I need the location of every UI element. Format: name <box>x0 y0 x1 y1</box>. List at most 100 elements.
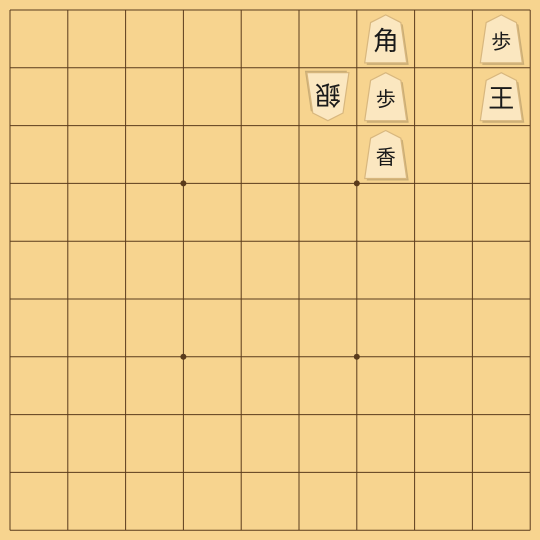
board-square[interactable] <box>126 126 184 184</box>
board-squares <box>10 10 530 530</box>
piece-bishop[interactable]: 角 <box>364 14 409 65</box>
board-square[interactable] <box>415 299 473 357</box>
board-square[interactable] <box>183 10 241 68</box>
board-square[interactable] <box>68 183 126 241</box>
star-point <box>353 353 360 360</box>
grid-lines <box>9 9 531 531</box>
board-square[interactable] <box>472 241 530 299</box>
board-square[interactable] <box>357 299 415 357</box>
piece-label: 王 <box>488 85 514 115</box>
board-square[interactable] <box>299 357 357 415</box>
board-square[interactable] <box>415 472 473 530</box>
board-square[interactable] <box>126 357 184 415</box>
board-square[interactable] <box>10 299 68 357</box>
star-point <box>180 353 187 360</box>
board-square[interactable] <box>10 472 68 530</box>
board-square[interactable] <box>472 472 530 530</box>
board-square[interactable] <box>241 241 299 299</box>
board-square[interactable] <box>241 126 299 184</box>
board-square[interactable] <box>415 126 473 184</box>
board-square[interactable] <box>10 68 68 126</box>
board-square[interactable] <box>357 241 415 299</box>
board-square[interactable] <box>241 357 299 415</box>
board-square[interactable] <box>415 357 473 415</box>
board-square[interactable] <box>68 299 126 357</box>
board-square[interactable] <box>183 299 241 357</box>
piece-body <box>306 72 350 122</box>
board-square[interactable] <box>357 472 415 530</box>
board-square[interactable] <box>68 126 126 184</box>
board-square[interactable] <box>126 415 184 473</box>
board-square[interactable] <box>68 472 126 530</box>
star-point <box>353 180 360 187</box>
board-square[interactable] <box>183 357 241 415</box>
board-square[interactable] <box>126 299 184 357</box>
board-square[interactable] <box>241 10 299 68</box>
board-square[interactable] <box>68 10 126 68</box>
star-point <box>180 180 187 187</box>
piece-label: 歩 <box>491 29 511 53</box>
board-square[interactable] <box>183 241 241 299</box>
board-square[interactable] <box>299 183 357 241</box>
board-square[interactable] <box>126 183 184 241</box>
board-square[interactable] <box>299 10 357 68</box>
board-square[interactable] <box>472 183 530 241</box>
board-square[interactable] <box>183 415 241 473</box>
board-square[interactable] <box>299 415 357 473</box>
board-square[interactable] <box>10 10 68 68</box>
piece-label: 歩 <box>376 87 396 111</box>
board-square[interactable] <box>126 68 184 126</box>
board-square[interactable] <box>415 415 473 473</box>
board-square[interactable] <box>183 183 241 241</box>
board-square[interactable] <box>415 241 473 299</box>
board-square[interactable] <box>126 472 184 530</box>
piece-body <box>364 14 408 64</box>
board-square[interactable] <box>183 472 241 530</box>
board-square[interactable] <box>472 126 530 184</box>
board-square[interactable] <box>10 126 68 184</box>
board-square[interactable] <box>126 241 184 299</box>
piece-silver[interactable]: 銀 <box>304 70 350 122</box>
board-square[interactable] <box>10 415 68 473</box>
piece-body <box>364 72 408 122</box>
piece-pawn[interactable]: 歩 <box>479 14 525 65</box>
board-square[interactable] <box>472 299 530 357</box>
board-square[interactable] <box>299 472 357 530</box>
piece-label: 銀 <box>315 79 341 109</box>
piece-label: 香 <box>376 145 396 169</box>
board-square[interactable] <box>472 415 530 473</box>
board-square[interactable] <box>183 68 241 126</box>
piece-body <box>364 129 408 180</box>
board-square[interactable] <box>357 415 415 473</box>
board-square[interactable] <box>299 126 357 184</box>
board-square[interactable] <box>68 241 126 299</box>
board-square[interactable] <box>241 415 299 473</box>
piece-body <box>479 72 523 122</box>
board-square[interactable] <box>415 10 473 68</box>
board-square[interactable] <box>68 415 126 473</box>
board-square[interactable] <box>68 357 126 415</box>
board-square[interactable] <box>241 299 299 357</box>
board-square[interactable] <box>126 10 184 68</box>
piece-promoted-lance[interactable]: 香 <box>364 129 409 181</box>
board-square[interactable] <box>299 299 357 357</box>
piece-pawn[interactable]: 歩 <box>364 72 409 123</box>
piece-king[interactable]: 王 <box>479 72 525 123</box>
board-square[interactable] <box>415 183 473 241</box>
board-square[interactable] <box>472 357 530 415</box>
board-square[interactable] <box>241 472 299 530</box>
board-square[interactable] <box>10 241 68 299</box>
board-square[interactable] <box>10 357 68 415</box>
board-square[interactable] <box>10 183 68 241</box>
board-square[interactable] <box>299 241 357 299</box>
board-square[interactable] <box>415 68 473 126</box>
board-square[interactable] <box>241 68 299 126</box>
board-square[interactable] <box>183 126 241 184</box>
board-square[interactable] <box>68 68 126 126</box>
board-square[interactable] <box>357 357 415 415</box>
board-square[interactable] <box>357 183 415 241</box>
board-square[interactable] <box>241 183 299 241</box>
